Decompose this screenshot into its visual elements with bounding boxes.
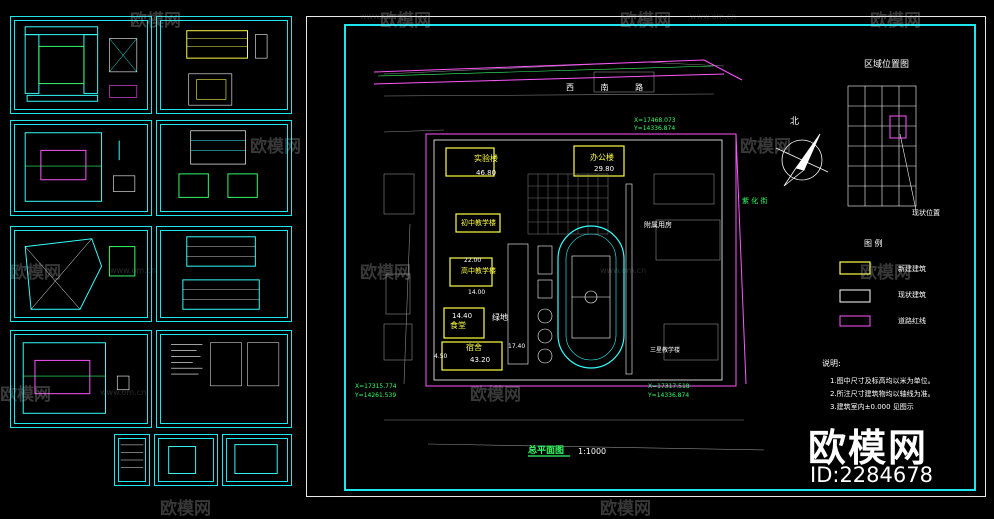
sheet-inner-border (14, 20, 148, 110)
note-line: 2.所注尺寸建筑物均以轴线为准。 (830, 390, 935, 398)
site-plan-drawing (373, 59, 917, 457)
watermark-text: 欧模网 (470, 385, 521, 405)
building-existing-label: 三星教学楼 (650, 347, 681, 354)
drawing-title: 总平面图 (528, 446, 565, 456)
main-sheet-frame (306, 16, 986, 497)
building-senior-dim: 22.00 (464, 257, 482, 264)
floor-plan-drawing (24, 238, 136, 310)
watermark-url: www.om.cn (110, 266, 157, 275)
note-line: 1.图中尺寸及标高均以米为单位。 (830, 377, 935, 385)
building-office-area: 29.80 (594, 165, 615, 173)
sheet-floor-plan-1[interactable] (10, 16, 152, 114)
sheet-detail-1[interactable] (154, 434, 218, 486)
sheet-notes[interactable] (156, 330, 292, 428)
building-dormitory-dim: 4.50 (434, 353, 448, 360)
sheet-inner-border (226, 438, 288, 482)
building-dormitory-dim2: 17.40 (508, 343, 526, 350)
sheet-inner-border (160, 334, 288, 424)
model-id: ID:2284678 (810, 463, 933, 487)
sheet-inner-border (160, 230, 288, 318)
watermark-text: 欧模网 (0, 385, 51, 405)
notes-title: 说明: (822, 359, 841, 368)
watermark-url: www.om.cn (100, 388, 147, 397)
sheet-inner-border (14, 230, 148, 318)
brand-name: 欧模网 (808, 426, 929, 470)
building-dormitory-label: 宿舍 (466, 343, 482, 352)
coord-label: Y=14261.539 (355, 392, 397, 399)
drawing-scale: 1:1000 (578, 447, 607, 456)
building-cafeteria-dim: 14.40 (452, 312, 473, 320)
floor-plan-drawing (24, 26, 138, 102)
building-annex-label: 附属用房 (644, 221, 672, 229)
building-cafeteria-label: 食堂 (450, 321, 466, 330)
coord-label: X=17468.073 (634, 117, 676, 124)
detail-drawing (168, 446, 197, 474)
table-drawing (120, 444, 144, 468)
watermark-url: www.om.cn (360, 12, 407, 21)
road-label: 西 南 路 (566, 83, 656, 92)
building-senior-dim2: 14.00 (468, 289, 486, 296)
north-label: 北 (790, 117, 800, 127)
building-senior-high-label: 高中教学楼 (461, 267, 496, 275)
watermark-text: 欧模网 (870, 11, 921, 31)
elevation-drawing (186, 30, 268, 106)
sheet-table[interactable] (114, 434, 150, 486)
sheet-elevation-1[interactable] (156, 16, 292, 114)
sheet-floor-plan-4[interactable] (10, 330, 152, 428)
coord-label: Y=14336.874 (634, 125, 676, 132)
building-green-label: 绿地 (492, 313, 508, 322)
note-line: 3.建筑室内±0.000 见图示 (830, 403, 914, 411)
watermark-text: 欧模网 (860, 263, 911, 283)
legend-label-new: 新建建筑 (898, 265, 926, 273)
watermark-text: 欧模网 (620, 11, 671, 31)
building-lab-area: 46.80 (476, 169, 497, 177)
brand-watermark: 欧模网 ID:2284678 (806, 417, 986, 495)
legend-label-existing: 现状建筑 (898, 291, 926, 299)
building-office-label: 办公楼 (590, 153, 614, 162)
sheet-floor-plan-3[interactable] (10, 226, 152, 322)
sheet-floor-plan-2[interactable] (10, 120, 152, 216)
road-east-label: 紫 化 街 (742, 197, 768, 205)
watermark-text: 欧模网 (360, 263, 411, 283)
watermark-text: 欧模网 (130, 11, 181, 31)
detail-drawing (234, 444, 278, 474)
floor-plan-drawing (22, 342, 130, 414)
notes-drawing (171, 342, 280, 387)
building-lab-label: 实验楼 (474, 154, 498, 163)
sheet-inner-border (160, 124, 288, 212)
building-dormitory-area: 43.20 (470, 356, 491, 364)
watermark-url: www.om.cn (600, 266, 647, 275)
sheet-section-1[interactable] (156, 120, 292, 216)
watermark-text: 欧模网 (250, 137, 301, 157)
coord-label: X=17317.518 (648, 383, 690, 390)
sheet-detail-2[interactable] (222, 434, 292, 486)
coord-label: X=17315.774 (355, 383, 397, 390)
sheet-elevation-2[interactable] (156, 226, 292, 322)
watermark-text: 欧模网 (160, 499, 211, 519)
main-sheet-border (344, 24, 976, 491)
watermark-text: 欧模网 (10, 263, 61, 283)
sheet-inner-border (160, 20, 288, 110)
sheet-inner-border (14, 334, 148, 424)
sheet-inner-border (118, 438, 146, 482)
elevation-drawing (182, 236, 260, 310)
coord-label: Y=14336.874 (648, 392, 690, 399)
sheet-inner-border (158, 438, 214, 482)
location-map-title: 区域位置图 (864, 60, 910, 70)
watermark-text: 欧模网 (600, 499, 651, 519)
section-drawing (178, 130, 258, 198)
sheet-inner-border (14, 124, 148, 212)
floor-plan-drawing (24, 132, 136, 202)
building-junior-high-label: 初中教学楼 (461, 219, 496, 227)
legend-title: 图 例 (864, 239, 883, 248)
watermark-url: www.om.cn (690, 12, 737, 21)
legend-label-redline: 道路红线 (898, 317, 926, 325)
location-map-label: 现状位置 (912, 209, 940, 217)
watermark-text: 欧模网 (740, 137, 791, 157)
watermark-text: 欧模网 (380, 11, 431, 31)
